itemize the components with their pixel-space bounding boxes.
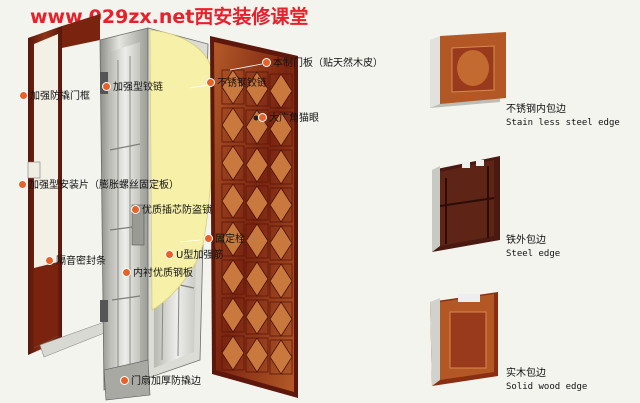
door-panel-cell xyxy=(245,71,269,107)
label-wood-panel: 本制门板（贴天然木皮） xyxy=(262,58,383,70)
sample-caption-en-0: Stain less steel edge xyxy=(506,118,620,128)
door-panel-cell xyxy=(221,335,245,371)
door-panel-cell xyxy=(245,147,269,183)
door-panel-cell xyxy=(269,263,293,299)
door-panel-cell xyxy=(269,225,293,261)
steel-door-shell xyxy=(99,27,149,391)
label-mount: 加强型安装片（膨胀螺丝固定板） xyxy=(18,180,179,192)
label-seal: 隔音密封条 xyxy=(45,256,106,268)
door-panel-cell xyxy=(221,221,245,257)
sample-steel xyxy=(432,156,500,252)
marker-dot xyxy=(262,58,271,67)
door-panel-cell xyxy=(245,261,269,297)
sample-caption-en-1: Steel edge xyxy=(506,249,561,259)
label-steel-chain: 不锈钢铰链 xyxy=(206,78,267,90)
marker-dot xyxy=(131,205,140,214)
marker-dot xyxy=(45,256,54,265)
door-panel-cell xyxy=(245,337,269,373)
door-panel-cell xyxy=(245,109,269,145)
marker-dot xyxy=(165,250,174,259)
sample-stainless xyxy=(430,32,506,108)
label-lock: 优质插芯防盗锁 xyxy=(131,205,212,217)
door-frame xyxy=(27,14,100,355)
door-panel-cell xyxy=(269,111,293,147)
label-frame: 加强防撬门框 xyxy=(19,91,90,103)
wood-door-panel xyxy=(210,36,298,398)
marker-dot xyxy=(258,113,267,122)
door-panel-cell xyxy=(221,183,245,219)
marker-dot xyxy=(120,376,129,385)
door-panel-cell xyxy=(269,149,293,185)
marker-dot xyxy=(206,78,215,87)
door-panel-cell xyxy=(221,69,245,105)
door-panel-cell xyxy=(269,73,293,109)
door-panel-cell xyxy=(269,339,293,375)
marker-dot xyxy=(19,91,28,100)
marker-dot xyxy=(204,234,213,243)
door-panel-cell xyxy=(221,297,245,333)
sample-solid-wood xyxy=(430,292,498,386)
sample-caption-en-2: Solid wood edge xyxy=(506,382,588,392)
label-rib: U型加强筋 xyxy=(165,250,223,262)
label-peephole: 大广角猫眼 xyxy=(258,113,319,125)
label-plate: 内衬优质钢板 xyxy=(122,268,193,280)
label-bolt: 固定栓 xyxy=(204,234,245,246)
door-panel-cell xyxy=(269,301,293,337)
sample-caption-cn-0: 不锈钢内包边 xyxy=(506,104,566,115)
sample-caption-cn-1: 铁外包边 xyxy=(506,235,546,246)
door-panel-cell xyxy=(221,259,245,295)
door-panel-cell xyxy=(269,187,293,223)
label-edge: 门扇加厚防撬边 xyxy=(120,376,201,388)
marker-dot xyxy=(18,180,27,189)
door-panel-cell xyxy=(221,107,245,143)
marker-dot xyxy=(122,268,131,277)
door-panel-cell xyxy=(245,299,269,335)
door-panel-cell xyxy=(245,185,269,221)
sample-caption-cn-2: 实木包边 xyxy=(506,368,546,379)
label-hinge: 加强型铰链 xyxy=(102,82,163,94)
door-panel-cell xyxy=(221,145,245,181)
marker-dot xyxy=(102,82,111,91)
door-panel-cell xyxy=(245,223,269,259)
